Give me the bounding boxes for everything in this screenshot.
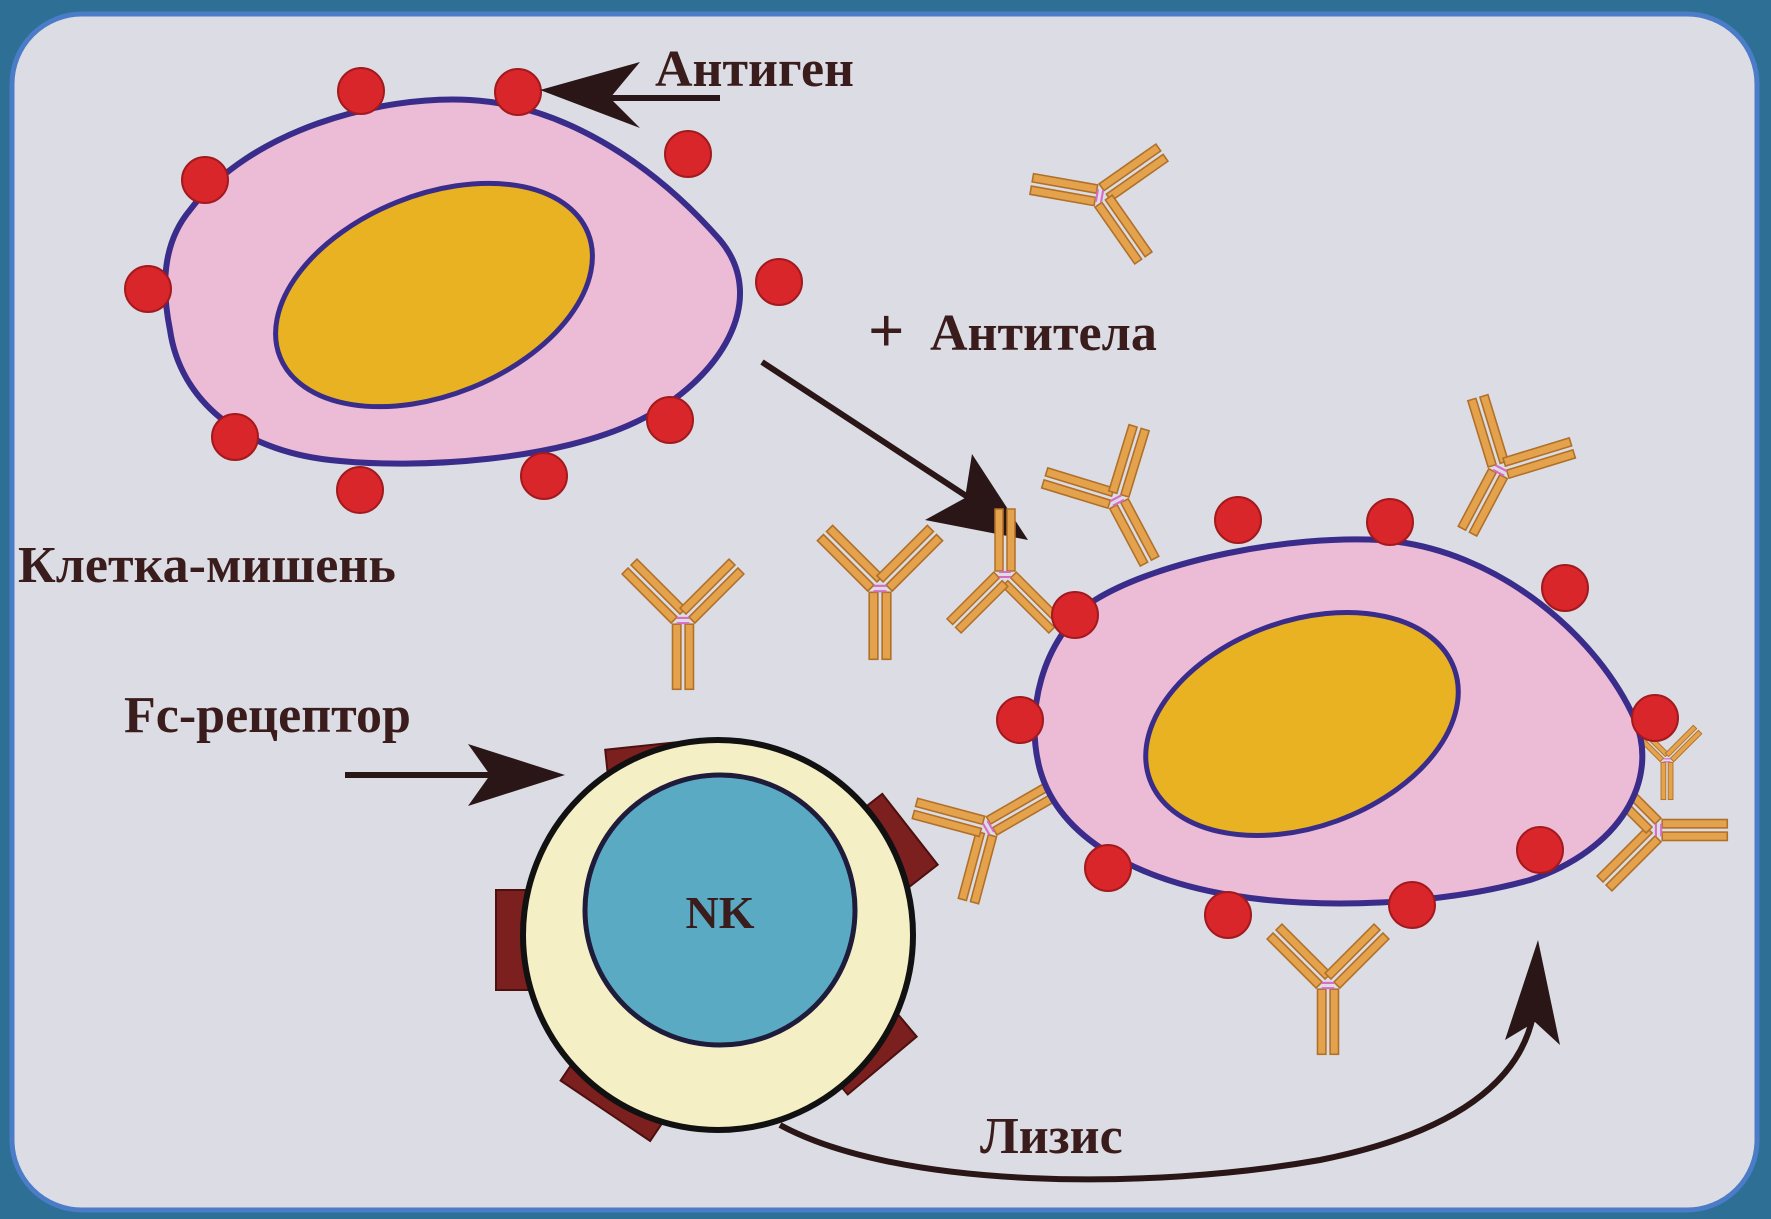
antigen [521, 453, 567, 499]
antigen [337, 467, 383, 513]
lysis-label: Лизис [980, 1108, 1123, 1165]
antigen [1052, 592, 1098, 638]
antigen [1542, 565, 1588, 611]
antigen [1085, 845, 1131, 891]
antigen [647, 397, 693, 443]
antigen [1367, 499, 1413, 545]
antigen [997, 697, 1043, 743]
plus-sign: + [868, 295, 904, 366]
antigen [212, 414, 258, 460]
antigen [338, 68, 384, 114]
antigen [756, 259, 802, 305]
fc-receptor-label: Fc-рецептор [124, 687, 411, 744]
antigen [1389, 882, 1435, 928]
antigen [182, 157, 228, 203]
target-cell-label: Клетка-мишень [18, 537, 396, 594]
antigen [1632, 695, 1678, 741]
nk-label: NK [686, 887, 755, 938]
antigen [665, 131, 711, 177]
antigen [495, 69, 541, 115]
antigen [1215, 497, 1261, 543]
antigen-label: Антиген [655, 41, 854, 98]
antibodies-label: Антитела [930, 305, 1157, 362]
antigen [125, 266, 171, 312]
antigen [1517, 827, 1563, 873]
antigen [1205, 892, 1251, 938]
